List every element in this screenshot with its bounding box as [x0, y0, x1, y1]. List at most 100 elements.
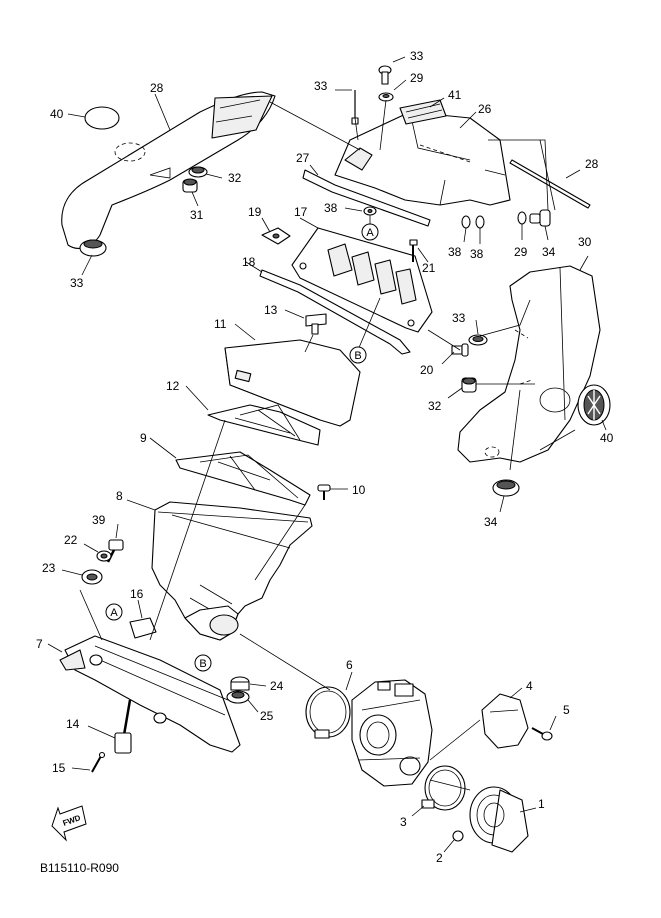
callout-21: 21 — [422, 261, 436, 275]
part-4-cover — [481, 693, 529, 749]
callout-38-center: 38 — [324, 201, 338, 215]
part-38-washer-center — [363, 206, 377, 216]
callout-30: 30 — [578, 235, 592, 249]
part-27-seal-strip — [302, 169, 431, 227]
part-15-screw — [91, 751, 106, 773]
callout-13: 13 — [264, 303, 278, 317]
part-34-grommet-right — [492, 479, 520, 497]
callout-37: 34 — [542, 245, 556, 259]
reference-mark-b-upper: B — [349, 346, 367, 364]
part-41-label — [399, 99, 447, 125]
callout-34-left: 33 — [70, 276, 84, 290]
throttle-body — [351, 679, 433, 787]
callout-15: 15 — [52, 761, 66, 775]
callout-27: 27 — [296, 151, 310, 165]
part-31-left-side-cover — [61, 91, 276, 249]
part-40-emblem-right — [577, 384, 611, 426]
callout-5: 5 — [563, 703, 570, 717]
part-17-intake-duct-bracket — [291, 227, 433, 333]
part-12-filter-guide — [207, 404, 321, 446]
callout-17: 17 — [294, 205, 308, 219]
part-34-grommet-left — [79, 239, 107, 257]
part-6-clamp — [305, 686, 351, 739]
svg-text:B: B — [199, 658, 206, 670]
callout-32-left: 31 — [190, 208, 204, 222]
callout-22: 22 — [64, 533, 78, 547]
part-8-air-filter-case — [151, 501, 313, 641]
part-37-bolt-right — [529, 209, 551, 227]
callout-31: 28 — [150, 81, 164, 95]
part-40-emblem-left — [84, 106, 120, 130]
part-1-joint — [469, 786, 529, 853]
part-32-grommet-left — [182, 178, 198, 193]
callout-38-right-b: 38 — [470, 247, 484, 261]
part-23-grommet — [81, 569, 103, 585]
reference-mark-a-upper: A — [361, 223, 379, 241]
callout-36: 33 — [410, 49, 424, 63]
callout-18: 18 — [242, 255, 256, 269]
callout-33-right: 33 — [452, 311, 466, 325]
fwd-arrow-icon: FWD — [51, 805, 87, 842]
callout-4: 4 — [526, 679, 533, 693]
part-22-washer — [96, 550, 112, 562]
part-14-sensor — [114, 699, 132, 754]
callout-3: 3 — [400, 815, 407, 829]
callout-29-top: 29 — [410, 71, 424, 85]
part-24-collar — [230, 676, 250, 691]
part-9-filter-cage — [175, 451, 311, 506]
part-18-seal-strip — [259, 269, 411, 355]
svg-text:B: B — [354, 350, 361, 362]
part-13-wing-bolt — [305, 313, 327, 335]
callout-23: 23 — [42, 561, 56, 575]
callout-20: 20 — [420, 363, 434, 377]
callout-1: 1 — [538, 797, 545, 811]
callout-7: 7 — [36, 637, 43, 651]
drawing-code: B115110-R090 — [40, 861, 119, 875]
callout-40-right: 40 — [600, 431, 614, 445]
callout-8: 8 — [116, 489, 123, 503]
part-26-upper-shroud — [334, 111, 511, 206]
part-16-clip — [129, 617, 157, 639]
callout-28: 28 — [585, 157, 599, 171]
callout-11: 11 — [214, 317, 227, 331]
part-20-bolt — [451, 343, 469, 357]
part-10-bolt — [317, 484, 331, 500]
part-29-washer-right — [517, 211, 527, 225]
callout-16: 16 — [130, 587, 144, 601]
callout-35: 33 — [314, 79, 328, 93]
callout-33-left: 32 — [228, 171, 242, 185]
part-19-clip — [261, 227, 291, 245]
part-33-grommet-left — [188, 166, 208, 178]
part-36-bolt — [378, 65, 392, 85]
callout-25: 25 — [260, 709, 274, 723]
callout-40-left: 40 — [50, 107, 64, 121]
part-33-grommet-right — [468, 334, 488, 346]
part-7-bracket — [59, 635, 241, 753]
callout-9: 9 — [140, 431, 147, 445]
part-25-grommet — [226, 690, 250, 704]
svg-text:A: A — [366, 227, 374, 239]
callouts: 28 40 32 31 33 33 33 29 41 26 27 28 38 3… — [36, 49, 614, 865]
svg-text:A: A — [110, 607, 118, 619]
callout-34-right: 34 — [484, 515, 498, 529]
callout-19: 19 — [248, 205, 262, 219]
part-32-grommet-right — [461, 377, 477, 393]
part-2-screw — [452, 830, 464, 842]
part-11-air-filter-element — [224, 339, 361, 427]
construction-lines — [79, 99, 556, 791]
part-38-washers-right — [461, 215, 485, 229]
part-30-right-side-cover — [457, 265, 601, 463]
callout-12: 12 — [166, 379, 180, 393]
part-28-rod — [509, 159, 591, 209]
reference-mark-b-lower: B — [194, 654, 212, 672]
callout-2: 2 — [436, 851, 443, 865]
callout-38-right-a: 38 — [448, 245, 462, 259]
part-29-washer-top — [378, 92, 394, 102]
callout-14: 14 — [66, 717, 80, 731]
callout-32-right: 32 — [428, 399, 442, 413]
callout-24: 24 — [270, 679, 284, 693]
part-21-screw — [409, 239, 418, 262]
callout-29-right: 29 — [514, 245, 528, 259]
